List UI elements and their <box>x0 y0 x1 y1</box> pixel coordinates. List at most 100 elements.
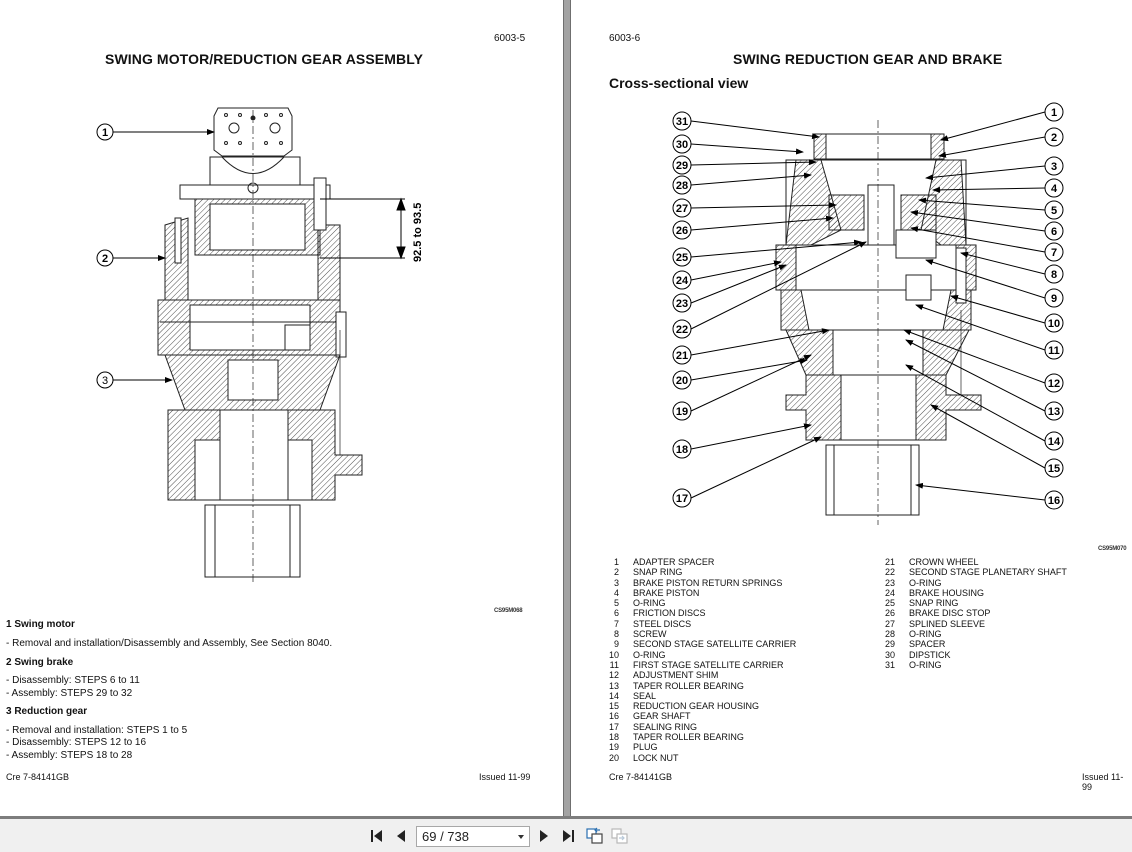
callout-27: 27 <box>672 198 837 218</box>
part-number: 6 <box>613 608 619 619</box>
part-number: 5 <box>613 598 619 609</box>
svg-text:18: 18 <box>676 444 688 456</box>
motor-body <box>157 107 363 585</box>
page-number-select[interactable]: 69 / 738 <box>416 826 530 847</box>
part-name: FIRST STAGE SATELLITE CARRIER <box>633 659 784 670</box>
svg-text:7: 7 <box>1051 247 1057 259</box>
section-heading-swing-brake: 2 Swing brake <box>6 657 74 668</box>
part-name: SECOND STAGE SATELLITE CARRIER <box>633 639 797 650</box>
footer-doc-code: Cre 7-84141GB <box>609 772 673 782</box>
svg-text:11: 11 <box>1048 345 1060 357</box>
page-separator <box>563 0 571 818</box>
two-page-view-button[interactable] <box>586 827 604 845</box>
part-number: 31 <box>885 659 896 670</box>
svg-text:12: 12 <box>1048 378 1060 390</box>
first-page-button[interactable] <box>368 827 386 845</box>
svg-text:26: 26 <box>676 225 688 237</box>
viewer-bottom-border <box>0 816 1132 819</box>
figure-code: CS95M068 <box>494 608 523 614</box>
svg-text:29: 29 <box>676 160 688 172</box>
section-heading-swing-motor: 1 Swing motor <box>6 619 75 630</box>
svg-text:13: 13 <box>1048 406 1060 418</box>
section-heading-reduction-gear: 3 Reduction gear <box>6 706 88 717</box>
callout-23: 23 <box>672 264 787 313</box>
svg-text:10: 10 <box>1048 318 1060 330</box>
svg-text:20: 20 <box>676 375 688 387</box>
part-number: 1 <box>613 557 619 567</box>
svg-text:27: 27 <box>676 203 688 215</box>
part-name: O-RING <box>633 649 666 660</box>
part-number: 7 <box>613 618 619 629</box>
part-name: ADJUSTMENT SHIM <box>633 670 719 681</box>
last-page-button[interactable] <box>559 827 577 845</box>
callout-17: 17 <box>672 436 822 508</box>
triangle-right-icon <box>540 830 548 842</box>
section-line: - Disassembly: STEPS 6 to 11 <box>6 675 140 686</box>
part-name: SPLINED SLEEVE <box>909 618 986 629</box>
svg-text:28: 28 <box>676 180 688 192</box>
section-line: - Disassembly: STEPS 12 to 16 <box>6 737 147 748</box>
part-name: SECOND STAGE PLANETARY SHAFT <box>909 567 1067 578</box>
callout-29: 29 <box>672 155 817 175</box>
section-line: - Removal and installation/Disassembly a… <box>6 638 333 649</box>
part-number: 13 <box>609 680 620 691</box>
part-name: REDUCTION GEAR HOUSING <box>633 701 760 712</box>
svg-text:2: 2 <box>1051 132 1057 144</box>
footer-doc-code: Cre 7-84141GB <box>6 772 70 782</box>
part-name: O-RING <box>909 659 942 670</box>
part-name: GEAR SHAFT <box>633 711 691 722</box>
callout-25: 25 <box>672 239 862 267</box>
svg-text:30: 30 <box>676 139 688 151</box>
part-number: 22 <box>885 567 896 578</box>
part-number: 26 <box>885 608 896 619</box>
page-number: 6003-5 <box>494 33 526 44</box>
page-subtitle: Cross-sectional view <box>609 75 749 91</box>
svg-text:14: 14 <box>1048 436 1061 448</box>
part-number: 17 <box>609 721 620 732</box>
page-6003-6: 6003-6 SWING REDUCTION GEAR AND BRAKE Cr… <box>571 0 1132 818</box>
callout-2: 2 <box>96 249 166 267</box>
part-number: 23 <box>885 577 896 588</box>
callout-18: 18 <box>672 423 812 459</box>
part-number: 25 <box>885 598 896 609</box>
skip-forward-icon <box>563 830 574 842</box>
callout-2: 2 <box>938 127 1064 158</box>
part-name: SNAP RING <box>633 567 683 578</box>
footer-issued: Issued 11-99 <box>1082 772 1124 792</box>
part-number: 8 <box>613 629 619 640</box>
svg-text:16: 16 <box>1048 495 1060 507</box>
previous-page-button[interactable] <box>392 827 410 845</box>
part-name: O-RING <box>633 598 666 609</box>
single-page-view-button[interactable] <box>611 827 629 845</box>
part-number: 10 <box>609 649 620 660</box>
callout-28: 28 <box>672 172 812 195</box>
part-number: 20 <box>609 752 620 763</box>
callout-10: 10 <box>950 295 1064 333</box>
callout-20: 20 <box>672 358 808 390</box>
callout-30: 30 <box>672 134 804 155</box>
page-title: SWING MOTOR/REDUCTION GEAR ASSEMBLY <box>105 51 424 67</box>
part-name: TAPER ROLLER BEARING <box>633 732 744 743</box>
callout-24: 24 <box>672 260 782 290</box>
page-indicator: 69 / 738 <box>422 829 469 844</box>
next-page-button[interactable] <box>535 827 553 845</box>
callout-19: 19 <box>672 354 812 421</box>
part-name: BRAKE DISC STOP <box>909 608 991 619</box>
part-name: SCREW <box>633 629 667 640</box>
part-number: 11 <box>609 659 619 670</box>
part-name: PLUG <box>633 742 658 753</box>
